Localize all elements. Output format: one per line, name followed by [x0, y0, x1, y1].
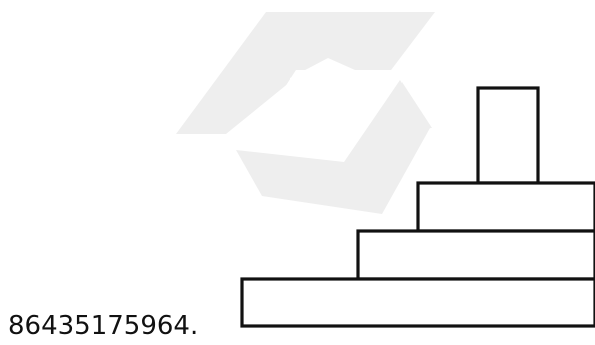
top-block [476, 86, 540, 185]
caption-number: 86435175964. [8, 311, 199, 341]
stacked-blocks-pyramid-icon [240, 86, 595, 328]
open-box-watermark-icon [176, 12, 435, 214]
base-step [240, 277, 595, 328]
upper-step [416, 181, 595, 233]
middle-step [356, 229, 595, 281]
